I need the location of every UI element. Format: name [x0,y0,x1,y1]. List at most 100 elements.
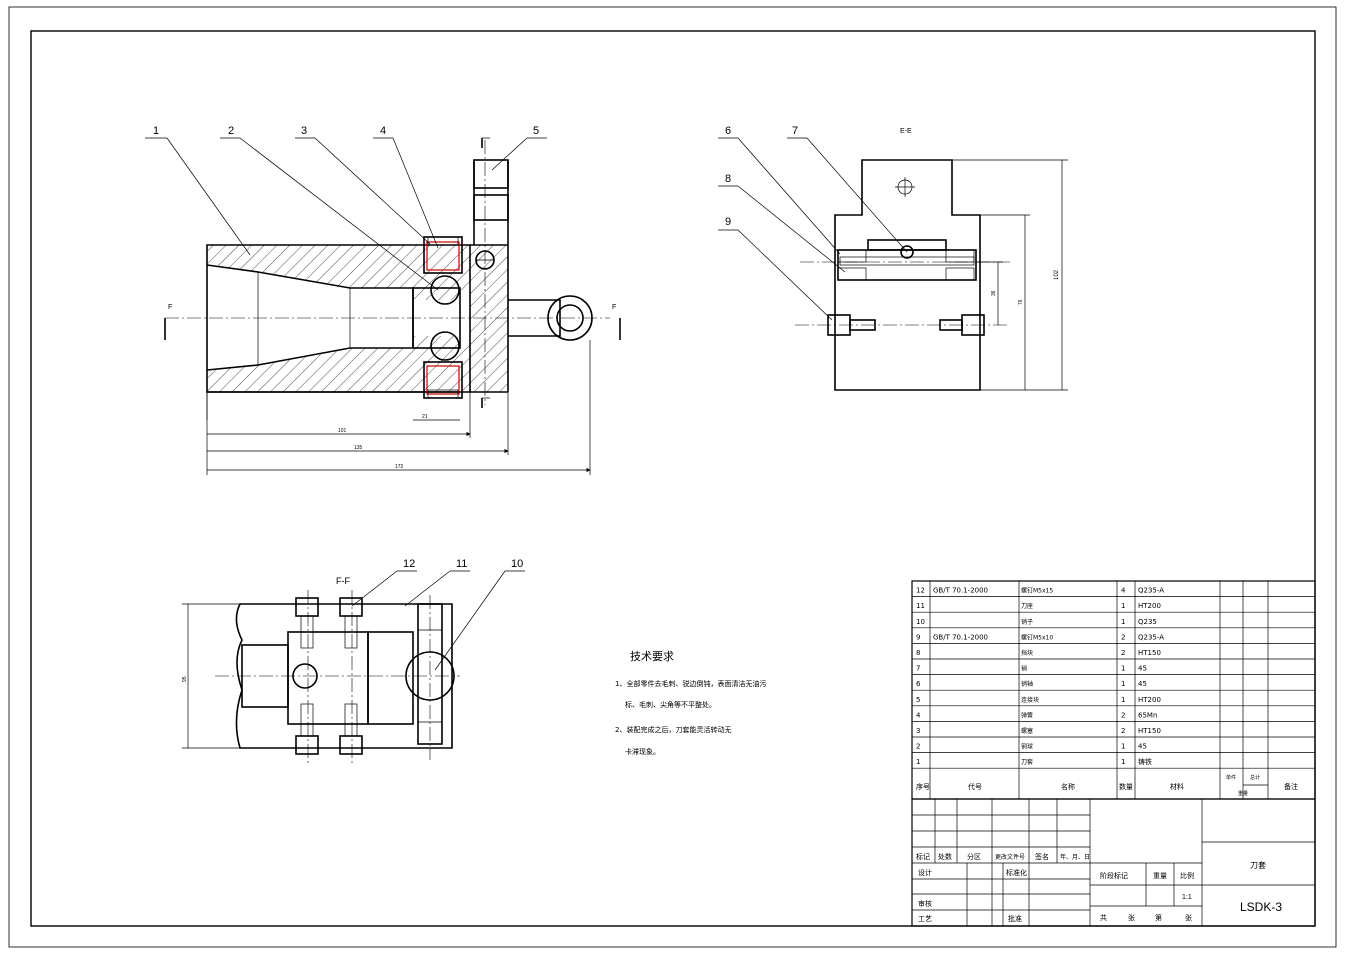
tb-sign: 签名 [1035,852,1049,861]
bom-cell-qty: 1 [1121,618,1125,626]
bom-cell-material: Q235-A [1138,587,1164,595]
balloon-3: 3 [301,125,307,137]
bom-header-unit: 单件 [1226,774,1236,781]
cut-label-left: F [168,304,172,311]
tb-drawing-no: LSDK-3 [1240,900,1282,914]
bom-cell-qty: 1 [1121,602,1125,610]
bom-cell-name: 销子 [1021,618,1033,626]
bom-cell-material: Q235-A [1138,633,1164,641]
bom-cell-name: 弹簧 [1021,711,1033,719]
bom-header-total: 总计 [1250,774,1260,781]
bom-cell-no: 7 [916,665,920,673]
bom-cell-name: 钢球 [1021,743,1033,751]
tech-requirements: 技术要求 1、全部零件去毛刺、锐边倒钝，表面清洁无油污 标、毛刺、尖角等不平整处… [615,650,766,756]
outer-border [8,6,1337,948]
bom-cell-material: 65Mn [1138,711,1157,719]
tb-count: 处数 [938,852,952,861]
bom-cell-name: 螺钉M5x10 [1021,633,1053,641]
bom-cell-qty: 2 [1121,727,1125,735]
bom-header-weight: 重量 [1238,790,1248,797]
tb-mark: 标记 [916,852,930,861]
dim-101: 101 [338,428,347,434]
dim-135: 135 [354,445,363,451]
bom-cell-material: Q235 [1138,618,1157,626]
bom-cell-no: 8 [916,649,920,657]
balloon-12: 12 [403,558,415,570]
section-e-label: E-E [900,128,912,135]
bom-cell-no: 12 [916,587,925,595]
bom-cell-name: 螺钉M5x15 [1021,587,1053,595]
bom-cell-no: 4 [916,711,921,719]
balloon-7: 7 [792,125,798,137]
tb-design: 设计 [918,868,932,877]
bom-cell-name: 刀座 [1021,602,1033,610]
dim-95: 95 [182,676,188,682]
tb-sheets-unit: 张 [1128,913,1135,922]
dim-21: 21 [422,414,428,420]
bom-cell-material: HT200 [1138,602,1161,610]
tb-process: 工艺 [918,915,932,923]
bom-cell-qty: 1 [1121,696,1125,704]
bom-cell-no: 11 [916,602,925,610]
bom-cell-no: 1 [916,758,920,766]
main-section-view: F F 101 135 172 21 1 2 3 4 5 [145,125,621,475]
bom-cell-no: 9 [916,633,920,641]
bom-cell-material: 45 [1138,743,1147,751]
balloon-10: 10 [511,558,523,570]
bom-header-code: 代号 [968,782,982,791]
inner-frame [30,30,1316,927]
tb-std: 标准化 [1006,868,1027,877]
tb-scale: 比例 [1180,871,1194,880]
bom-cell-no: 2 [916,743,920,751]
bom-cell-material: HT150 [1138,649,1161,657]
bom-cell-material: HT200 [1138,696,1161,704]
section-e-view: E-E 102 76 36 [718,125,1068,391]
bom-cell-name: 螺塞 [1021,727,1033,735]
balloon-2: 2 [228,125,234,137]
bom-header-name: 名称 [1061,782,1075,791]
tech-line-4: 卡滞现象。 [625,747,660,756]
bom-cell-code: GB/T 70.1-2000 [933,633,988,641]
bom-cell-name: 刀套 [1021,758,1033,766]
balloon-8: 8 [725,173,731,185]
bom-cell-material: 铸铁 [1138,757,1152,766]
bom-cell-material: 45 [1138,680,1147,688]
tech-line-2: 标、毛刺、尖角等不平整处。 [625,700,716,709]
bom-cell-name: 连接块 [1021,696,1039,704]
balloon-6: 6 [725,125,731,137]
bom-header-remark: 备注 [1284,782,1298,791]
balloon-9: 9 [725,216,731,228]
section-f-view: F-F 95 10 11 1 [182,558,525,765]
bom-cell-material: HT150 [1138,727,1161,735]
bom-cell-no: 3 [916,727,920,735]
title-block: 标记 处数 分区 更改文件号 签名 年、月、日 设计 标准化 审核 工艺 批准 … [911,798,1316,927]
tb-sheet-no: 第 [1155,913,1162,922]
balloon-5: 5 [533,125,539,137]
bom-cell-qty: 1 [1121,743,1125,751]
tb-check: 审核 [918,899,932,908]
bom-cell-name: 销 [1021,665,1027,673]
tech-line-1: 1、全部零件去毛刺、锐边倒钝，表面清洁无油污 [615,679,766,688]
bom-cell-no: 5 [916,696,920,704]
bom-cell-name: 销轴 [1021,680,1033,688]
tb-approve: 批准 [1008,914,1022,923]
tb-weight: 重量 [1153,872,1167,880]
tb-sheets-total: 共 [1100,913,1107,922]
bom-cell-qty: 2 [1121,649,1125,657]
bom-cell-material: 45 [1138,665,1147,673]
bom-cell-qty: 2 [1121,633,1125,641]
balloon-1: 1 [153,125,159,137]
tb-sheet-unit: 张 [1185,913,1192,922]
dim-102: 102 [1054,269,1060,280]
bom-cell-qty: 1 [1121,665,1125,673]
tb-zone: 分区 [967,852,981,861]
section-f-label: F-F [336,576,350,586]
tb-part-name: 刀套 [1250,860,1266,870]
bom-cell-qty: 1 [1121,758,1125,766]
tb-stage-mark: 阶段标记 [1100,871,1128,880]
bom-cell-name: 挡块 [1021,649,1033,657]
bom-cell-no: 6 [916,680,921,688]
bom-cell-qty: 1 [1121,680,1125,688]
